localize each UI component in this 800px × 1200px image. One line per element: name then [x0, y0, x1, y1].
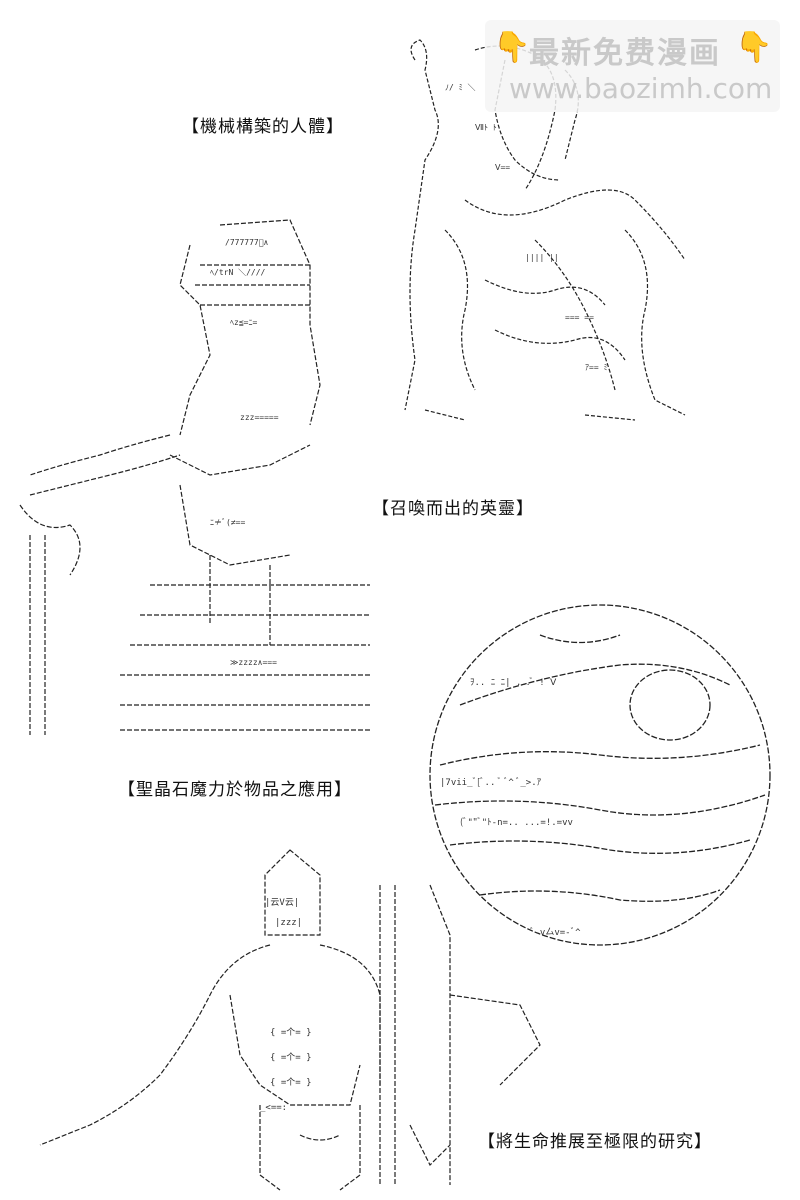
svg-text:ﾍ/trN ＼////: ﾍ/trN ＼////: [210, 268, 266, 277]
watermark-url: www.baozimh.com: [509, 72, 773, 105]
svg-text:ﾆ≠ﾞ(≠==: ﾆ≠ﾞ(≠==: [210, 518, 245, 527]
svg-text:(ﾞ""ﾞ"ﾄ‐n=.. ...=!.=vv: (ﾞ""ﾞ"ﾄ‐n=.. ...=!.=vv: [460, 817, 573, 828]
svg-text:ﾉ/ ﾐ ＼: ﾉ/ ﾐ ＼: [445, 83, 475, 92]
svg-text:Ⅴ==: Ⅴ==: [495, 163, 510, 172]
svg-text:ｱ== ﾐ: ｱ== ﾐ: [585, 363, 607, 372]
caption-summoned-servant: 【召喚而出的英靈】: [372, 499, 534, 519]
saint-quartz-sphere-drawing: ｦ.. ﾆ ﾆ| ...ﾞ ! Ⅴ |7vii_ﾞ[ﾞ.. ﾞ ﾞ^ ﾞ_>.ｱ…: [429, 604, 771, 946]
svg-text:|7vii_ﾞ[ﾞ.. ﾞ ﾞ^ ﾞ_>.ｱ: |7vii_ﾞ[ﾞ.. ﾞ ﾞ^ ﾞ_>.ｱ: [440, 777, 542, 788]
svg-text:ﾞ‐v厶v=‐ﾞ^: ﾞ‐v厶v=‐ﾞ^: [530, 927, 581, 938]
pointing-hand-icon: 👇: [493, 30, 531, 65]
svg-text:{ =个= }: { =个= }: [270, 1077, 312, 1088]
watermark-title: 最新免费漫画: [529, 36, 721, 71]
ascii-art-armored-servant: /777777ﾞ∧ ﾍ/trN ＼//// ﾍz≦=ﾆ= zzz===== ﾆ≠…: [10, 205, 385, 740]
svg-text:=== ==: === ==: [565, 313, 594, 322]
svg-text:≫zzzz∧===: ≫zzzz∧===: [230, 658, 277, 667]
svg-text:Ⅶﾄ ﾄ: Ⅶﾄ ﾄ: [475, 123, 497, 132]
caption-mechanical-body: 【機械構築的人體】: [182, 117, 344, 137]
staff-figure-drawing: |云V云| |zzz| { =个= } { =个= } { =个= } _<==…: [39, 849, 541, 1191]
svg-text:ｦ.. ﾆ ﾆ| ...ﾞ ! Ⅴ: ｦ.. ﾆ ﾆ| ...ﾞ ! Ⅴ: [470, 677, 557, 688]
svg-text:|云V云|: |云V云|: [265, 898, 299, 908]
pointing-hand-icon: 👇: [735, 30, 773, 65]
svg-text:|||| ||: |||| ||: [525, 253, 559, 262]
svg-text:{ =个= }: { =个= }: [270, 1027, 312, 1038]
svg-text:ﾍz≦=ﾆ=: ﾍz≦=ﾆ=: [230, 318, 257, 327]
caption-life-extension-research: 【將生命推展至極限的研究】: [478, 1132, 712, 1152]
caption-saint-quartz-application: 【聖晶石魔力於物品之應用】: [118, 780, 352, 800]
ascii-art-staff-figure: |云V云| |zzz| { =个= } { =个= } { =个= } _<==…: [30, 845, 550, 1195]
ascii-art-saint-quartz-sphere: ｦ.. ﾆ ﾆ| ...ﾞ ! Ⅴ |7vii_ﾞ[ﾞ.. ﾞ ﾞ^ ﾞ_>.ｱ…: [420, 595, 775, 955]
svg-text:|zzz|: |zzz|: [275, 918, 302, 928]
svg-text:{ =个= }: { =个= }: [270, 1052, 312, 1063]
watermark: 👇 最新免费漫画 👇 www.baozimh.com: [485, 20, 780, 112]
armored-servant-drawing: /777777ﾞ∧ ﾍ/trN ＼//// ﾍz≦=ﾆ= zzz===== ﾆ≠…: [19, 219, 370, 735]
svg-text:_<==:: _<==:: [260, 1103, 287, 1113]
svg-text:zzz=====: zzz=====: [240, 413, 279, 422]
svg-text:/777777ﾞ∧: /777777ﾞ∧: [225, 238, 269, 247]
